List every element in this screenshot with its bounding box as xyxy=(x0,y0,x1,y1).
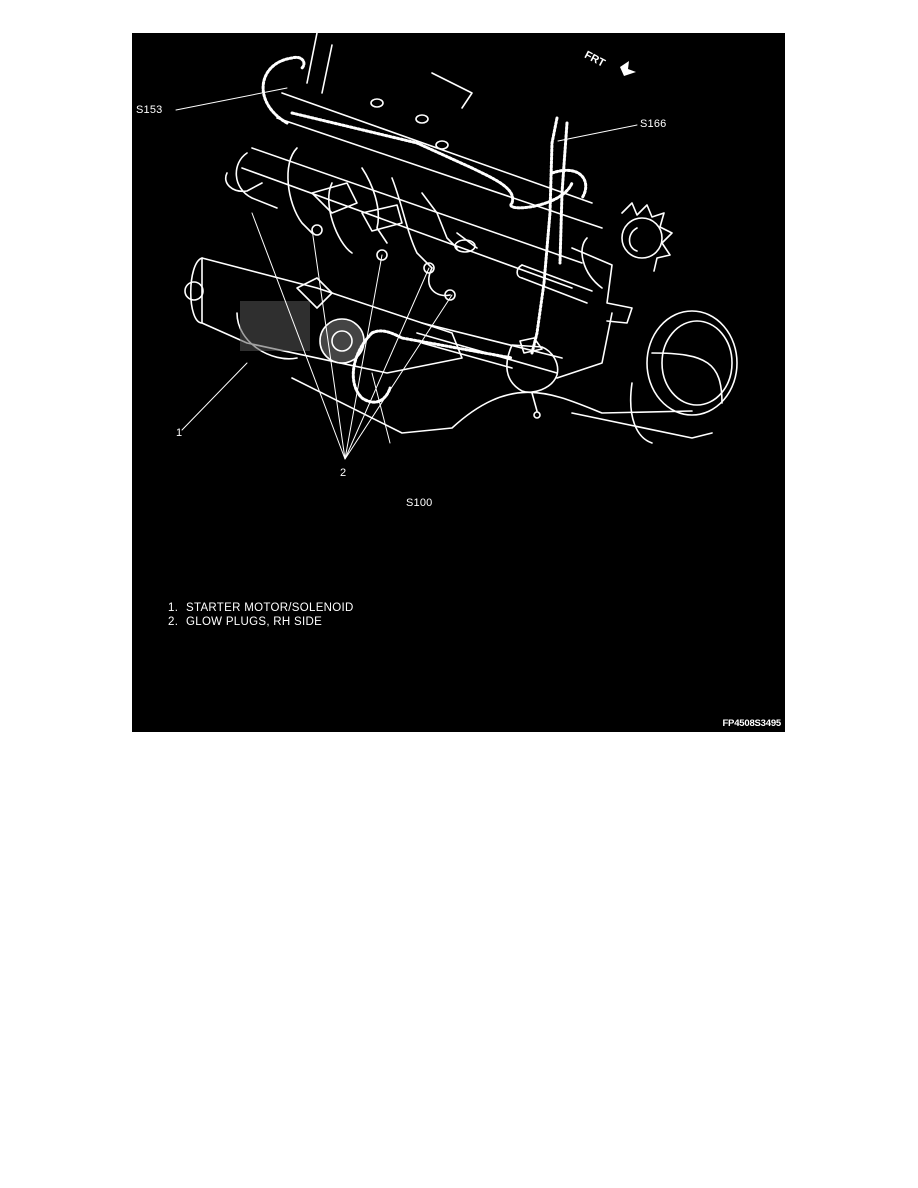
engine-wiring-diagram: S153 S166 S100 1 2 FRT 1. STARTER MOTOR/… xyxy=(132,33,785,732)
legend: 1. STARTER MOTOR/SOLENOID 2. GLOW PLUGS,… xyxy=(168,601,354,629)
vacuum-pump xyxy=(506,312,613,419)
callout-2-glow-plugs: 2 xyxy=(340,467,347,479)
legend-item: 1. STARTER MOTOR/SOLENOID xyxy=(168,601,354,615)
callout-1-starter: 1 xyxy=(176,427,183,439)
engine-line-art xyxy=(175,33,738,460)
legend-item: 2. GLOW PLUGS, RH SIDE xyxy=(168,615,354,629)
alternator xyxy=(516,202,673,324)
glow-plug-leads xyxy=(225,147,478,301)
starter-motor-shape xyxy=(184,257,563,374)
legend-number: 1. xyxy=(168,602,179,614)
legend-number: 2. xyxy=(168,616,179,628)
callout-s100: S100 xyxy=(406,497,433,509)
figure-id: FP4508S3495 xyxy=(722,718,781,729)
legend-label: GLOW PLUGS, RH SIDE xyxy=(186,616,323,628)
callout-s153: S153 xyxy=(136,104,163,116)
arrow-icon xyxy=(620,61,636,76)
leader-lines xyxy=(175,87,638,460)
callout-s166: S166 xyxy=(640,118,667,130)
bell-housing xyxy=(629,310,738,444)
legend-label: STARTER MOTOR/SOLENOID xyxy=(186,602,354,614)
